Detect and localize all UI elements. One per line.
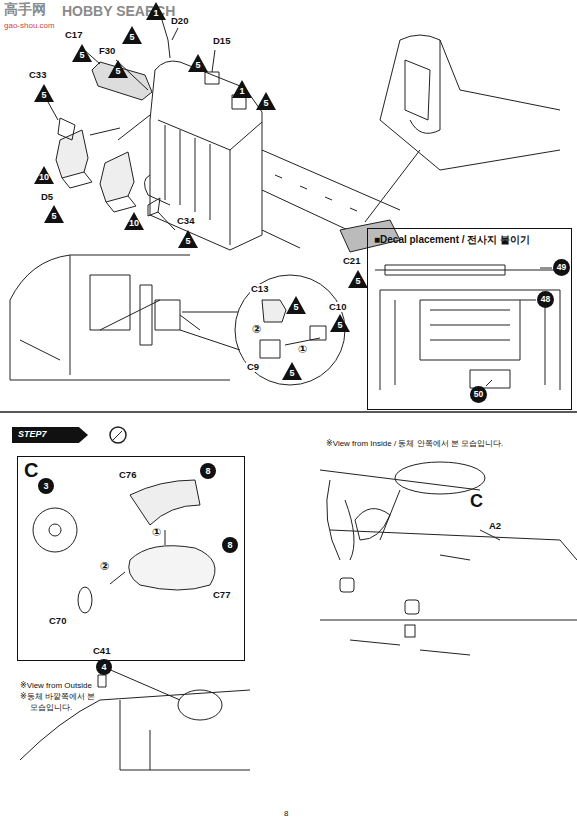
node-text: ■Decal placement / 전사지 붙이기 <box>374 233 565 247</box>
paint-callout: 8 <box>200 463 216 479</box>
step-banner: STEP7 <box>12 427 88 443</box>
sub-assembly-letter: C <box>470 492 483 512</box>
paint-callout: 4 <box>96 659 112 675</box>
step-number: ① <box>298 343 307 355</box>
view-note: ※View from Inside / 동체 안쪽에서 본 모습입니다. <box>326 440 503 449</box>
decal-number: 48 <box>537 291 554 308</box>
part-number: C17 <box>64 30 83 40</box>
paint-callout: 5 <box>44 205 64 223</box>
paint-callout: 8 <box>222 537 238 553</box>
part-number: C70 <box>48 616 67 626</box>
paint-callout: 5 <box>348 270 368 288</box>
part-number: D5 <box>40 192 54 202</box>
paint-callout: 5 <box>34 84 54 102</box>
part-number: C10 <box>328 302 347 312</box>
part-number: C76 <box>118 470 137 480</box>
part-number: C9 <box>246 362 260 372</box>
paint-callout: 5 <box>282 362 302 380</box>
paint-callout: 10 <box>124 212 144 230</box>
step-number: ② <box>100 560 109 572</box>
part-number: C34 <box>176 216 195 226</box>
paint-callout: 5 <box>330 314 350 332</box>
paint-callout: 5 <box>178 230 198 248</box>
part-number: D15 <box>212 36 231 46</box>
part-number: F30 <box>98 46 116 56</box>
paint-callout: 1 <box>232 80 252 98</box>
watermark: 高手网 <box>4 2 46 17</box>
part-number: A2 <box>488 521 502 531</box>
paint-callout: 3 <box>38 478 54 494</box>
watermark: gao-shou.com <box>4 22 55 31</box>
page-number: 8 <box>284 810 288 819</box>
view-note: 모습입니다. <box>30 704 72 713</box>
part-number: C13 <box>250 284 269 294</box>
step-number: ② <box>252 323 261 335</box>
paint-callout: 5 <box>188 54 208 72</box>
part-number: C77 <box>212 590 231 600</box>
part-number: D20 <box>170 16 189 26</box>
paint-callout: 5 <box>122 26 142 44</box>
view-note: ※동체 바깥쪽에서 본 <box>20 693 95 702</box>
decal-number: 50 <box>470 386 487 403</box>
node-text: STEP7 <box>18 429 82 439</box>
paint-callout: 5 <box>72 44 92 62</box>
paint-callout: 5 <box>286 296 306 314</box>
paint-callout: 5 <box>256 92 276 110</box>
view-note: ※View from Outside <box>20 682 92 691</box>
part-number: C21 <box>342 256 361 266</box>
decal-number: 49 <box>553 259 570 276</box>
paint-callout: 10 <box>34 166 54 184</box>
step-number: ① <box>152 526 161 538</box>
decal-panel: ■Decal placement / 전사지 붙이기 <box>367 228 572 410</box>
part-number: C41 <box>92 646 111 656</box>
part-number: C33 <box>28 70 47 80</box>
